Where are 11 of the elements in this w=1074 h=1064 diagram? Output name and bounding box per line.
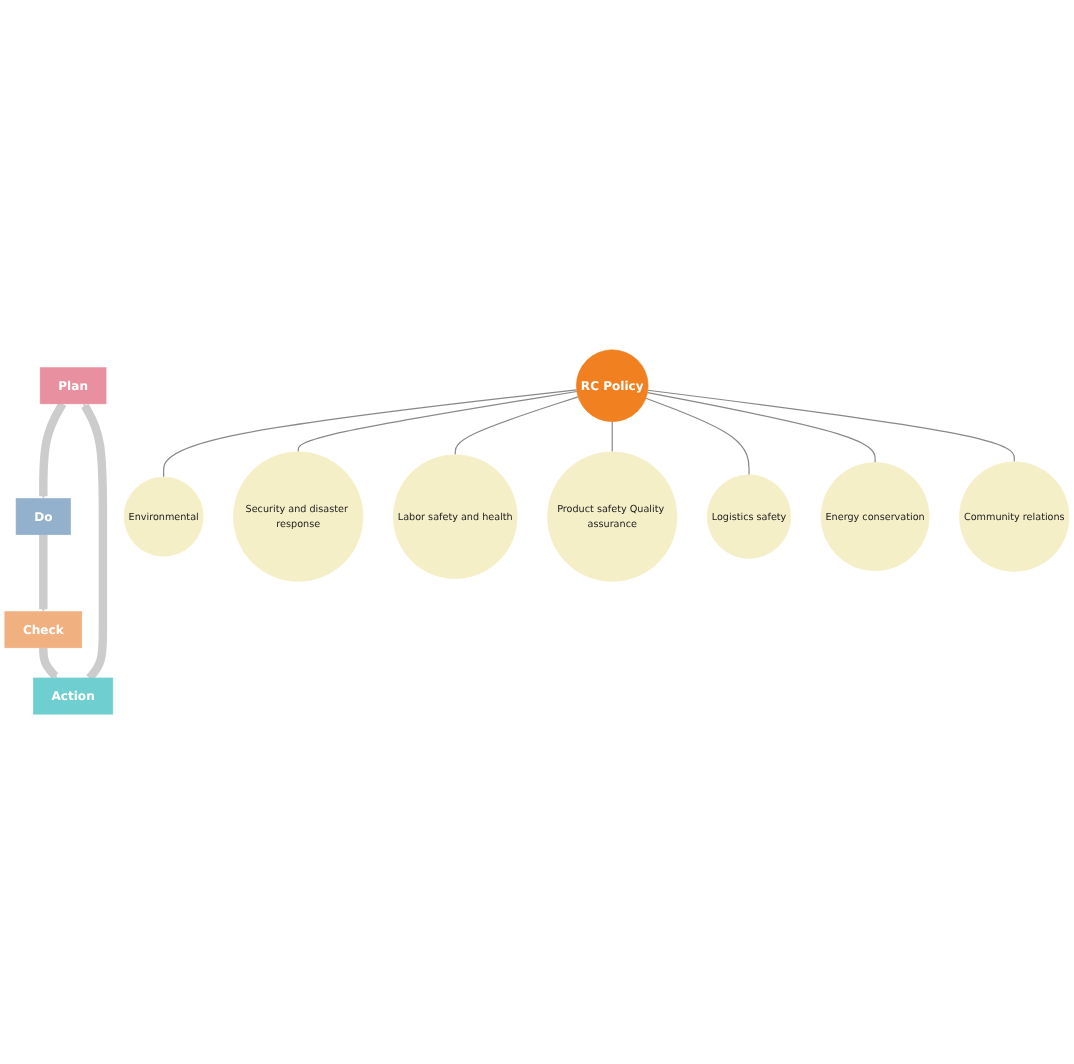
connector (647, 389, 1015, 463)
arrow (39, 646, 59, 679)
connector (163, 389, 578, 478)
connector (454, 396, 579, 456)
connector (611, 421, 613, 453)
connector (297, 390, 578, 453)
arrow (39, 534, 48, 612)
arrow (39, 401, 67, 499)
connector (646, 392, 876, 464)
connector (645, 397, 750, 476)
arrow (81, 403, 108, 681)
